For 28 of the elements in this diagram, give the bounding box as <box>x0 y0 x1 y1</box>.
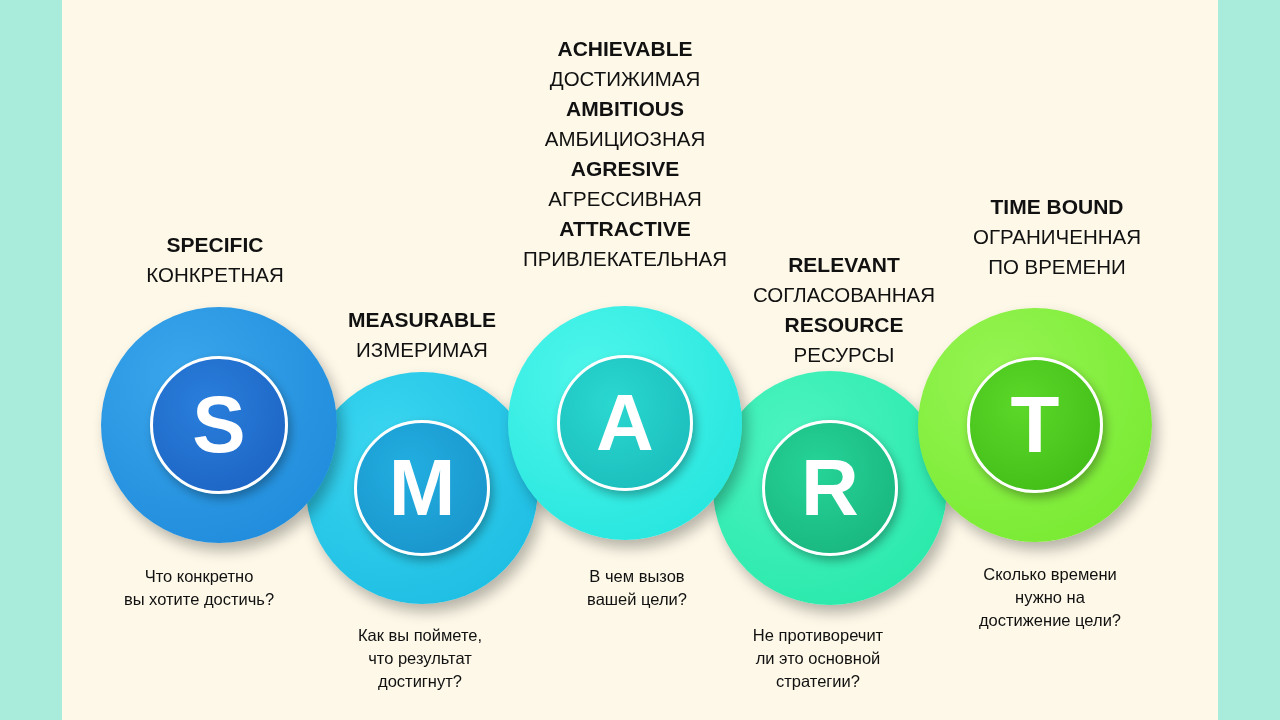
term-heading: MEASURABLE <box>347 307 497 333</box>
term-translation: АМБИЦИОЗНАЯ <box>544 126 706 152</box>
term-heading: AMBITIOUS <box>566 96 684 122</box>
question-text: Как вы поймете, что результат достигнут? <box>357 625 483 692</box>
term-translation: ИЗМЕРИМАЯ <box>356 337 488 363</box>
question-text: В чем вызов вашей цели? <box>587 566 687 610</box>
term-translation: ПРИВЛЕКАТЕЛЬНАЯ <box>522 246 728 272</box>
question-text: Сколько времени нужно на достижение цели? <box>979 564 1121 631</box>
question-text: Что конкретно вы хотите достичь? <box>123 566 275 610</box>
term-heading: SPECIFIC <box>166 232 264 258</box>
letter-circle: R <box>762 420 898 556</box>
question-text: Не противоречит ли это основной стратегии? <box>752 625 884 692</box>
letter-circle: M <box>354 420 490 556</box>
term-translation: ОГРАНИЧЕННАЯ ПО ВРЕМЕНИ <box>973 224 1141 280</box>
letter-circle: S <box>150 356 288 494</box>
term-heading: ACHIEVABLE <box>557 36 693 62</box>
term-translation: РЕСУРСЫ <box>793 342 895 368</box>
term-heading: TIME BOUND <box>990 194 1124 220</box>
letter-circle: A <box>557 355 693 491</box>
term-heading: ATTRACTIVE <box>559 216 691 242</box>
term-translation: СОГЛАСОВАННАЯ <box>753 282 935 308</box>
term-translation: ДОСТИЖИМАЯ <box>549 66 701 92</box>
term-heading: RELEVANT <box>788 252 900 278</box>
term-translation: КОНКРЕТНАЯ <box>146 262 284 288</box>
term-heading: RESOURCE <box>784 312 904 338</box>
term-heading: AGRESIVE <box>570 156 680 182</box>
term-translation: АГРЕССИВНАЯ <box>548 186 702 212</box>
letter-circle: T <box>967 357 1103 493</box>
